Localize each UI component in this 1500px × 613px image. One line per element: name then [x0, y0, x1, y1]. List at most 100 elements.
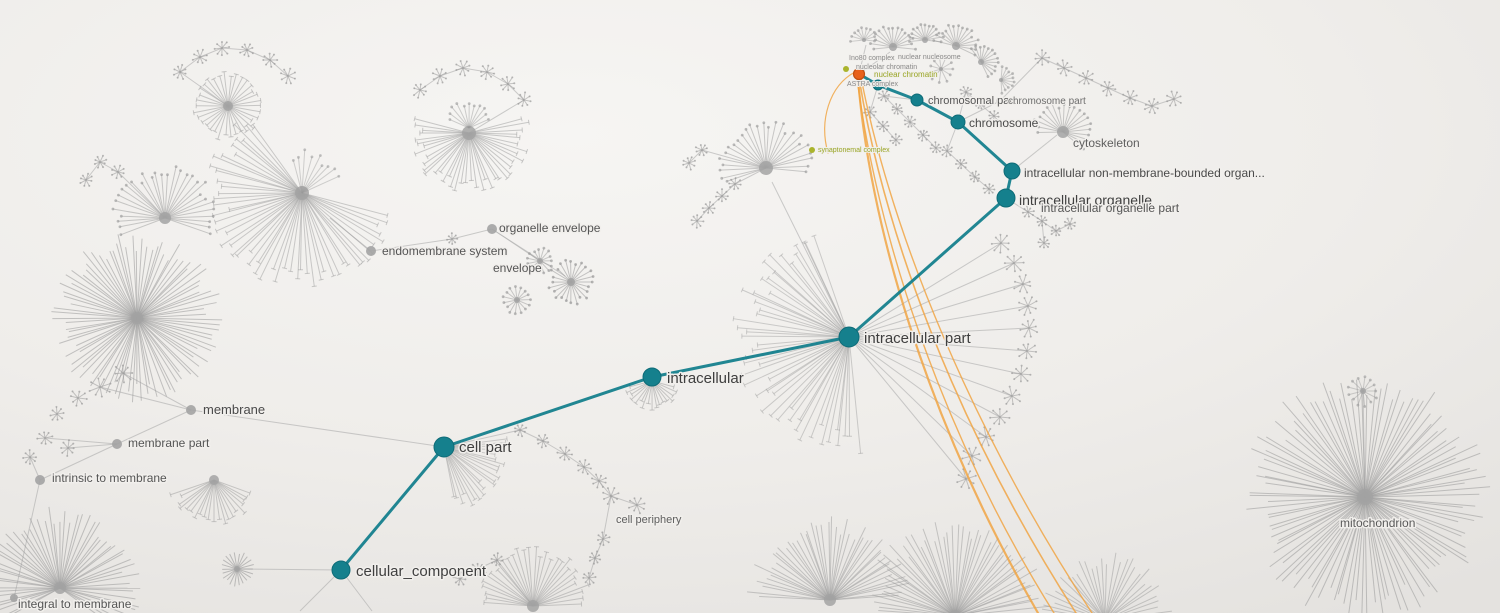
term-node-intracellular-organelle[interactable]: [996, 188, 1016, 208]
term-label[interactable]: intracellular organelle: [1018, 191, 1154, 210]
term-node-gray[interactable]: [487, 224, 497, 234]
graph-edge: [848, 336, 1013, 397]
fan-center-node[interactable]: [54, 582, 66, 594]
fan-center-node[interactable]: [999, 78, 1003, 82]
fan-center-node[interactable]: [131, 312, 143, 324]
fan-center-node[interactable]: [234, 566, 240, 572]
fan-center-node[interactable]: [514, 297, 520, 303]
term-label[interactable]: cytoskeleton: [1072, 135, 1142, 152]
fan-center-node[interactable]: [824, 594, 836, 606]
term-label[interactable]: nuclear chromatin: [873, 69, 939, 80]
fan-center-node[interactable]: [1360, 388, 1366, 394]
mini-burst: [1063, 217, 1077, 230]
term-label[interactable]: chromosome part: [1007, 95, 1087, 108]
term-label[interactable]: organelle envelope: [498, 220, 603, 237]
radial-fan: [0, 506, 141, 613]
term-label[interactable]: nucleolar chromatin: [855, 63, 918, 72]
fan-center-node[interactable]: [922, 37, 928, 43]
fan-center-node[interactable]: [862, 38, 866, 42]
mini-burst: [1050, 224, 1062, 237]
term-node-chromosome[interactable]: [950, 114, 966, 130]
term-node-intracellular-part[interactable]: [838, 326, 860, 348]
fan-center-node[interactable]: [978, 59, 984, 65]
term-label[interactable]: synaptonemal complex: [817, 146, 891, 155]
fan-center-node[interactable]: [209, 475, 219, 485]
graph-edge: [116, 409, 192, 445]
term-label[interactable]: intrinsic to membrane: [51, 470, 169, 487]
fan-center-node[interactable]: [537, 258, 543, 264]
term-label[interactable]: nuclear nucleosome: [897, 53, 962, 62]
fan-center-node[interactable]: [949, 610, 961, 613]
term-label[interactable]: Ino80 complex: [848, 54, 896, 63]
fan-center-node[interactable]: [567, 278, 575, 286]
term-label[interactable]: intracellular part: [863, 329, 974, 349]
graph-edge: [190, 409, 445, 448]
term-label[interactable]: membrane part: [127, 435, 212, 452]
term-node-gray[interactable]: [186, 405, 196, 415]
graph-edge: [67, 443, 118, 449]
term-node-chromatin[interactable]: [872, 79, 884, 91]
term-node-intracellular[interactable]: [642, 367, 662, 387]
term-node-gray[interactable]: [35, 475, 45, 485]
mini-burst: [917, 129, 930, 142]
term-label[interactable]: integral to membrane: [17, 596, 134, 613]
graph-edge: [299, 569, 342, 612]
graph-edge: [896, 108, 911, 123]
term-label[interactable]: membrane: [202, 401, 267, 419]
mini-burst: [891, 102, 904, 115]
term-node-intracellular-non-membrane-bounded-organelle[interactable]: [1003, 162, 1021, 180]
mini-burst: [1013, 274, 1032, 294]
fan-center-node[interactable]: [1357, 489, 1373, 505]
term-node-gray[interactable]: [112, 439, 122, 449]
term-label[interactable]: intracellular: [666, 369, 746, 389]
graph-edge: [122, 372, 192, 411]
term-label[interactable]: ASTRA complex: [846, 80, 899, 89]
term-node-chromosomal-part[interactable]: [910, 93, 924, 107]
radial-fan: [526, 246, 553, 275]
term-label[interactable]: cellular_component: [355, 562, 489, 582]
mini-burst: [576, 459, 592, 475]
term-node-cellular_component[interactable]: [331, 560, 351, 580]
mini-burst: [1078, 70, 1094, 85]
mini-burst: [596, 531, 611, 547]
term-label[interactable]: cell part: [458, 438, 514, 458]
graph-edge: [486, 71, 509, 85]
radial-fan: [501, 285, 532, 316]
fan-center-node[interactable]: [223, 101, 233, 111]
term-node-gray[interactable]: [996, 97, 1004, 105]
fan-center-node[interactable]: [1057, 126, 1069, 138]
term-label[interactable]: mitochondrion: [1339, 515, 1417, 532]
mini-burst: [500, 76, 516, 92]
term-node-gray[interactable]: [10, 594, 18, 602]
term-node-nucleosome[interactable]: [852, 67, 866, 81]
mini-burst: [982, 183, 996, 195]
fan-center-node[interactable]: [759, 161, 773, 175]
term-label[interactable]: envelope: [492, 260, 544, 277]
mini-burst: [989, 408, 1011, 426]
highlight-path-edge: [956, 120, 1014, 173]
term-label[interactable]: endomembrane system: [381, 243, 509, 260]
fan-center-node[interactable]: [939, 67, 943, 71]
search-match-node[interactable]: [843, 66, 849, 72]
term-label[interactable]: intracellular organelle part: [1040, 200, 1182, 217]
fan-center-node[interactable]: [159, 212, 171, 224]
term-label[interactable]: chromosomal part: [927, 94, 1018, 109]
mini-burst: [60, 439, 75, 457]
term-label[interactable]: cell periphery: [615, 513, 684, 528]
fan-center-node[interactable]: [952, 42, 960, 50]
layer-nodes: [10, 66, 1021, 602]
graph-edge: [99, 386, 192, 411]
term-node-gray[interactable]: [366, 246, 376, 256]
term-node-cell-part[interactable]: [433, 436, 455, 458]
term-label[interactable]: chromosome: [968, 115, 1041, 132]
fan-center-node[interactable]: [462, 126, 476, 140]
fan-center-node[interactable]: [295, 186, 309, 200]
mini-burst: [1018, 296, 1038, 316]
term-label[interactable]: intracellular non-membrane-bounded organ…: [1023, 165, 1267, 182]
fan-center-node[interactable]: [527, 600, 539, 612]
radial-fan: [413, 116, 530, 192]
fan-center-node[interactable]: [889, 43, 897, 51]
search-match-node[interactable]: [809, 147, 815, 153]
